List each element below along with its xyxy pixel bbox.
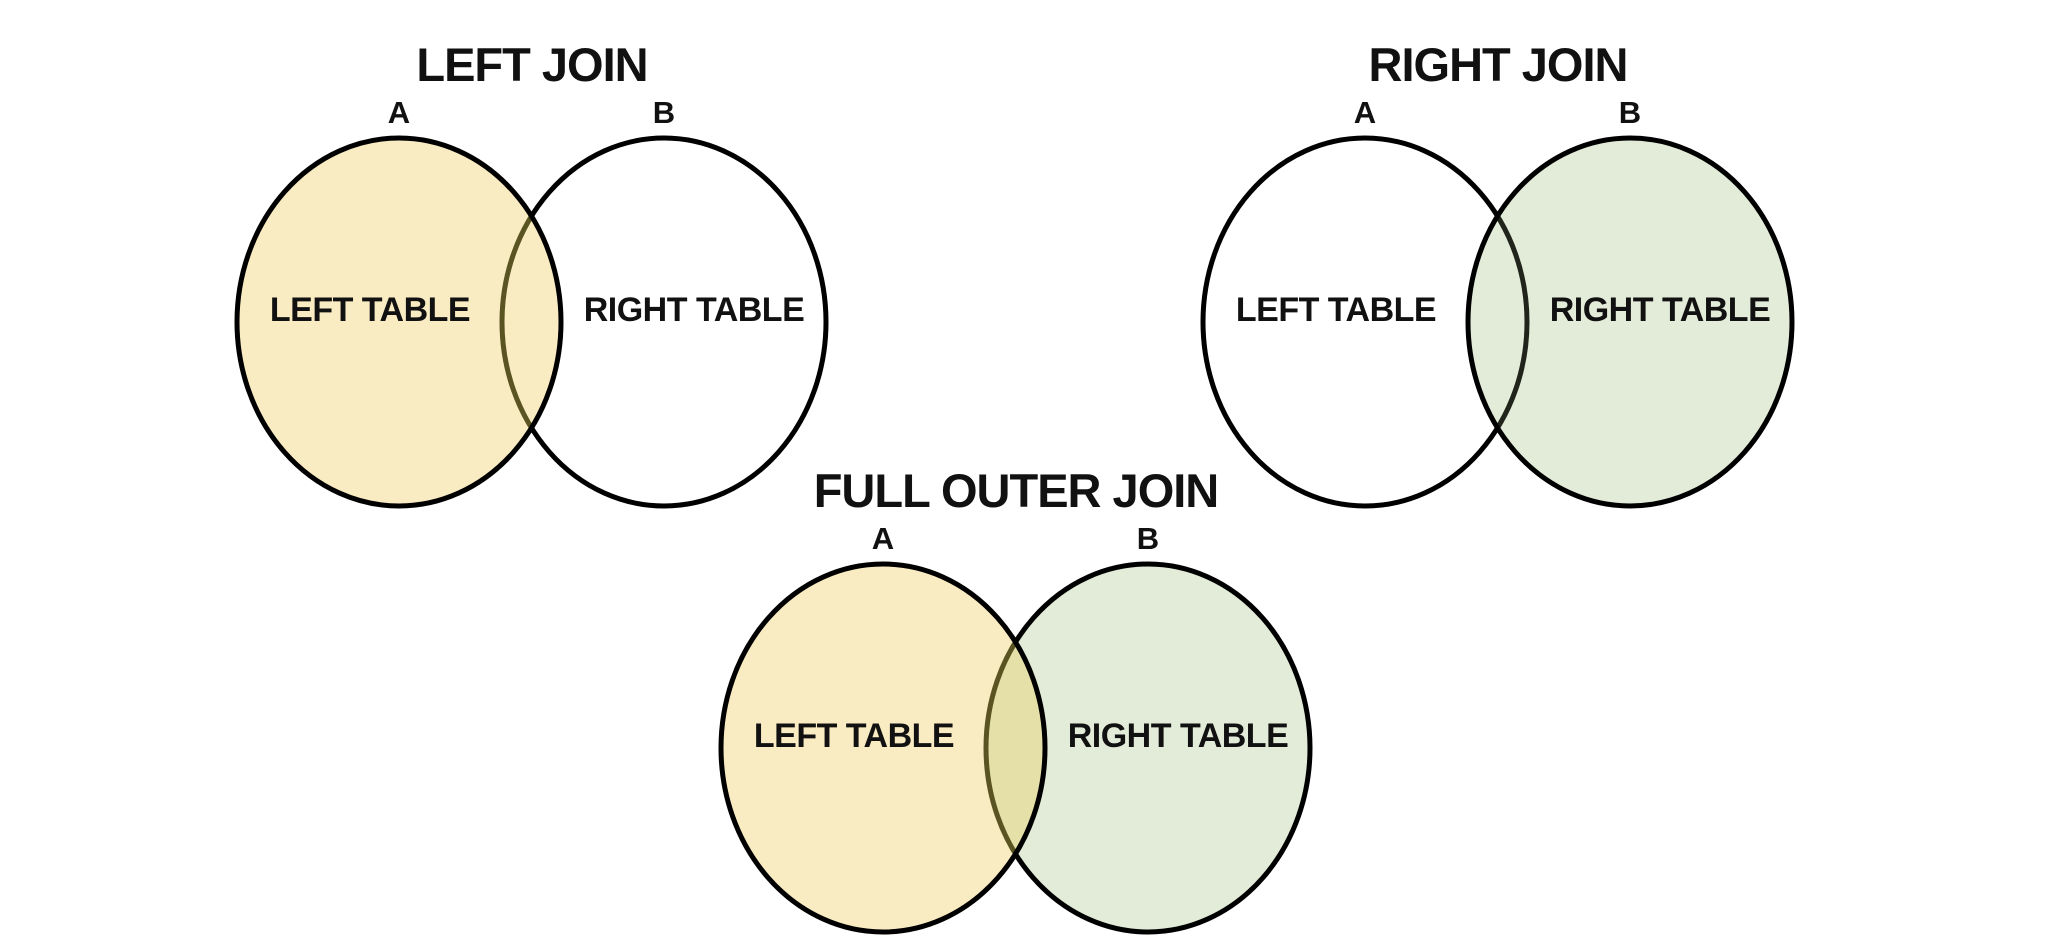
circle-b-arc-under-fill <box>499 138 561 506</box>
circle-a-outline <box>234 135 564 509</box>
left-table-label: LEFT TABLE <box>754 717 954 755</box>
circle-b <box>1468 138 1792 506</box>
circle-b-arc-under-fill <box>983 564 1045 932</box>
right-table-label: RIGHT TABLE <box>1550 291 1771 329</box>
right-join-diagram: RIGHT JOIN A B LEFT TABLE RIGHT TABLE <box>1200 38 1795 509</box>
circle-a-label: A <box>872 521 894 556</box>
circle-a-label: A <box>388 95 410 130</box>
circle-a-arc-under-fill <box>1468 138 1530 506</box>
circle-b-label: B <box>1619 95 1641 130</box>
full-outer-join-diagram: FULL OUTER JOIN A B LEFT TABLE RIGHT TAB… <box>718 464 1313 935</box>
left-table-label: LEFT TABLE <box>1236 291 1436 329</box>
circle-b-label: B <box>653 95 675 130</box>
full-outer-join-title: FULL OUTER JOIN <box>814 464 1219 517</box>
circle-a-outline <box>718 561 1048 935</box>
circle-a <box>237 138 561 506</box>
left-table-label: LEFT TABLE <box>270 291 470 329</box>
circle-a-label: A <box>1354 95 1376 130</box>
left-join-title: LEFT JOIN <box>416 38 647 91</box>
circle-b-outline <box>1465 135 1795 509</box>
right-table-label: RIGHT TABLE <box>584 291 805 329</box>
right-join-title: RIGHT JOIN <box>1369 38 1628 91</box>
circle-a <box>721 564 1045 932</box>
right-table-label: RIGHT TABLE <box>1068 717 1289 755</box>
left-join-diagram: LEFT JOIN A B LEFT TABLE RIGHT TABLE <box>234 38 829 509</box>
circle-b-label: B <box>1137 521 1159 556</box>
